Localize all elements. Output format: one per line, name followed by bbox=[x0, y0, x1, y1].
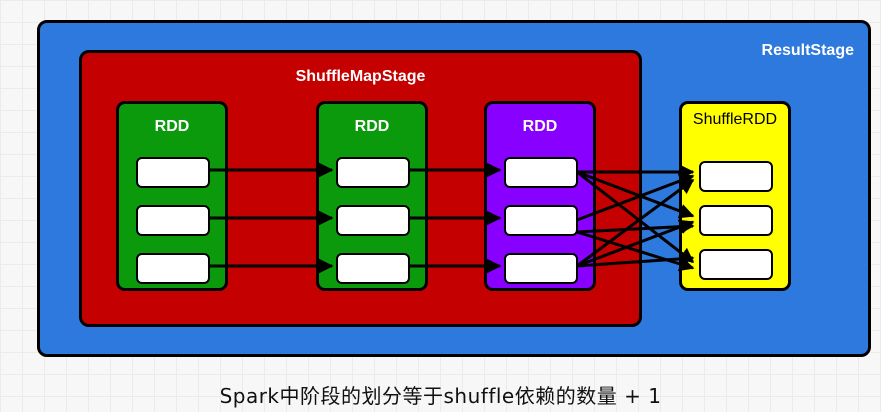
rdd-3-partition-3 bbox=[504, 253, 578, 284]
result-stage-label: ResultStage bbox=[761, 42, 854, 59]
rdd-1-partition-2 bbox=[136, 205, 210, 236]
diagram-caption: Spark中阶段的划分等于shuffle依赖的数量 + 1 bbox=[219, 384, 662, 408]
shuffle-arrow-2-2 bbox=[576, 219, 695, 235]
rdd-2-label: RDD bbox=[354, 118, 390, 135]
shuffle-rdd-partition-1 bbox=[699, 161, 773, 192]
shuffle-arrow-2-3 bbox=[576, 230, 695, 272]
rdd-1-label: RDD bbox=[154, 118, 190, 135]
shuffle-map-stage-label: ShuffleMapStage bbox=[295, 68, 426, 85]
rdd-2-partition-3 bbox=[336, 253, 410, 284]
rdd-1-partition-1 bbox=[136, 157, 210, 188]
rdd-3: RDD bbox=[484, 101, 596, 291]
rdd-2-partition-2 bbox=[336, 205, 410, 236]
shuffle-arrow-1-2 bbox=[576, 170, 695, 219]
shuffle-rdd-label: ShuffleRDD bbox=[692, 111, 778, 128]
rdd-3-partition-2 bbox=[504, 205, 578, 236]
shuffle-rdd: ShuffleRDD bbox=[679, 101, 791, 291]
shuffle-rdd-partition-2 bbox=[699, 205, 773, 236]
rdd-3-partition-1 bbox=[504, 157, 578, 188]
shuffle-rdd-partition-3 bbox=[699, 249, 773, 280]
shuffle-arrow-3-3 bbox=[576, 251, 695, 268]
shuffle-arrow-3-1 bbox=[576, 178, 695, 268]
rdd-3-label: RDD bbox=[522, 118, 558, 135]
shuffle-arrow-1-3 bbox=[576, 170, 695, 264]
rdd-2: RDD bbox=[316, 101, 428, 291]
rdd-2-partition-1 bbox=[336, 157, 410, 188]
shuffle-arrow-2-1 bbox=[576, 173, 695, 222]
shuffle-arrow-3-2 bbox=[576, 219, 695, 268]
rdd-1-partition-3 bbox=[136, 253, 210, 284]
rdd-1: RDD bbox=[116, 101, 228, 291]
